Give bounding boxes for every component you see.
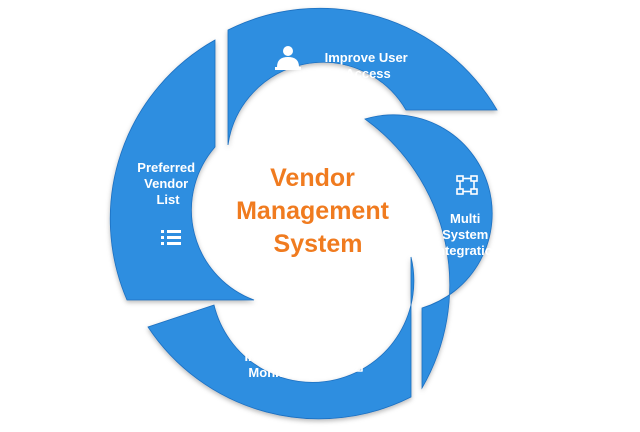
info-folder-icon [341,355,363,372]
segment-label-line: List [156,192,180,207]
segment-icons [161,46,478,372]
center-title-line: System [274,230,363,258]
segment-label-line: Vendor [144,176,188,191]
segment-label-line: Vendor [258,333,302,348]
segment-label-line: Information [244,349,316,364]
segment-label-line: Preferred [137,160,195,175]
segment-label-line: Monitoring [248,365,315,380]
center-title-line: Management [236,197,389,225]
segment-label-vendor-information-monitoring: Vendor Information Monitoring [244,333,319,380]
segment-label-line: Access [345,66,391,81]
network-icon [456,175,478,195]
segment-labels: Improve User Access Multi System Integra… [137,50,500,380]
segment-label-line: Multi [450,211,480,226]
segment-improve-user-access [227,7,498,146]
segment-label-preferred-vendor-list: Preferred Vendor List [137,160,198,207]
list-icon [161,230,181,245]
segment-label-line: Improve User [325,50,408,65]
segment-label-line: System [442,227,488,242]
center-title: Vendor Management System [236,164,396,258]
segment-label-improve-user-access: Improve User Access [325,50,412,81]
segment-label-line: Integration [433,243,500,258]
center-title-line: Vendor [270,164,355,192]
segment-vendor-information-monitoring [147,256,415,420]
segment-preferred-vendor-list [109,39,255,301]
user-icon [275,46,301,70]
segment-label-multi-system-integration: Multi System Integration [433,211,500,258]
